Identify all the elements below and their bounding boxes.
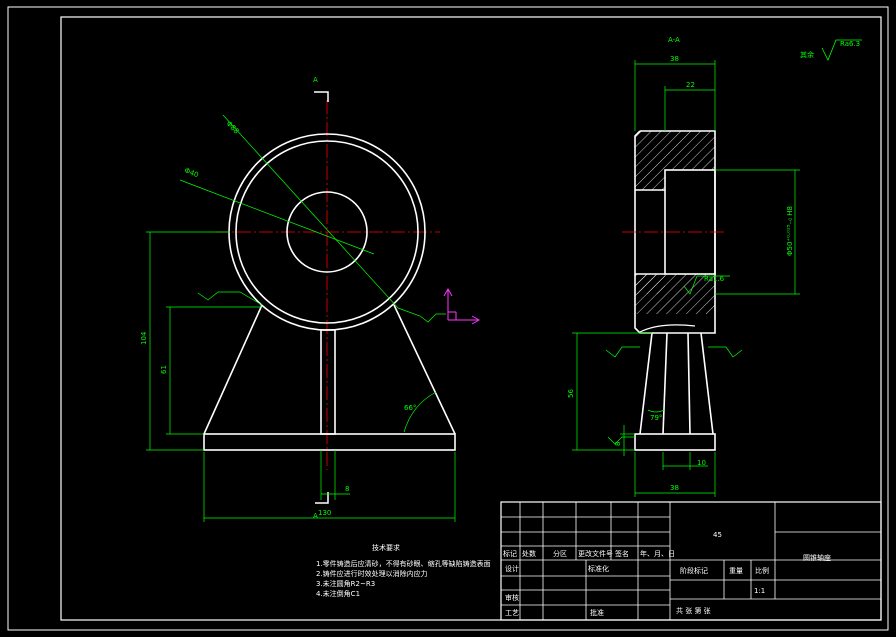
section-mark-bottom: A [313, 512, 318, 520]
tb-docno: 更改文件号 [578, 549, 613, 558]
tb-scale: 1:1 [754, 587, 765, 595]
roughness-value: Ra6.3 [840, 40, 860, 48]
dim-side-angle: 79° [650, 414, 662, 422]
dim-total-height: 104 [140, 331, 148, 345]
dim-gap: 10 [697, 459, 706, 467]
note-3: 3.未注圆角R2~R3 [316, 579, 375, 588]
inner-border [60, 16, 882, 621]
tb-ratio: 比例 [755, 566, 769, 575]
tb-stage-mark: 阶段标记 [680, 566, 708, 575]
tb-approve: 批准 [590, 608, 604, 617]
dim-mid-height: 61 [160, 365, 168, 374]
title-block-text: 标记 处数 分区 更改文件号 签名 年、月、日 设计 标准化 审核 工艺 批准 … [503, 531, 831, 617]
tb-date: 年、月、日 [640, 549, 675, 558]
front-view: A A Φ88 Φ40 104 61 66° 130 8 [140, 76, 481, 522]
tb-sign: 签名 [615, 549, 629, 558]
tb-standard: 标准化 [588, 564, 609, 573]
technical-notes: 技术要求 1.零件铸造后应清砂，不得有砂眼、缩孔等缺陷铸造表面 2.铸件应进行时… [316, 543, 491, 598]
general-roughness: 其余 Ra6.3 [800, 39, 862, 61]
section-title: A-A [668, 36, 680, 44]
tb-mark: 标记 [503, 549, 517, 558]
tb-material: 45 [713, 531, 722, 539]
tb-count: 处数 [522, 549, 536, 558]
tb-design: 设计 [505, 564, 519, 573]
note-1: 1.零件铸造后应清砂，不得有砂眼、缩孔等缺陷铸造表面 [316, 559, 491, 568]
bore-roughness: Ra1.6 [704, 275, 725, 283]
dim-base-height: 8 [614, 442, 622, 446]
tb-part-name: 圆锥轴座 [803, 553, 831, 562]
section-view: A-A 38 22 Φ50⁺⁰·⁰²⁵₋₀ H8 Ra1.6 56 79° 8 … [567, 36, 800, 497]
dim-bore-tolerance: Φ50⁺⁰·⁰²⁵₋₀ H8 [786, 206, 794, 256]
tb-review: 审核 [505, 593, 519, 602]
dim-outer-diameter: Φ88 [225, 120, 241, 136]
dim-base-width: 130 [318, 509, 331, 517]
note-4: 4.未注倒角C1 [316, 589, 360, 598]
dim-leg-height: 56 [567, 389, 575, 398]
dim-bore-width: 22 [686, 81, 695, 89]
tb-sheet: 共 张 第 张 [676, 606, 711, 615]
dim-leg-angle: 66° [404, 404, 416, 412]
dim-base-width-side: 38 [670, 484, 679, 492]
dim-top-width: 38 [670, 55, 679, 63]
note-2: 2.铸件应进行时效处理以消除内应力 [316, 569, 428, 578]
notes-title: 技术要求 [372, 543, 400, 552]
roughness-label: 其余 [800, 50, 814, 59]
outer-border [7, 6, 889, 631]
tb-weight: 重量 [729, 567, 743, 575]
title-block [500, 501, 882, 621]
tb-zone: 分区 [553, 549, 567, 558]
tb-process: 工艺 [505, 609, 519, 617]
section-mark-top: A [313, 76, 318, 84]
dim-web-thickness: 8 [345, 485, 349, 493]
dim-inner-diameter: Φ40 [183, 166, 199, 179]
